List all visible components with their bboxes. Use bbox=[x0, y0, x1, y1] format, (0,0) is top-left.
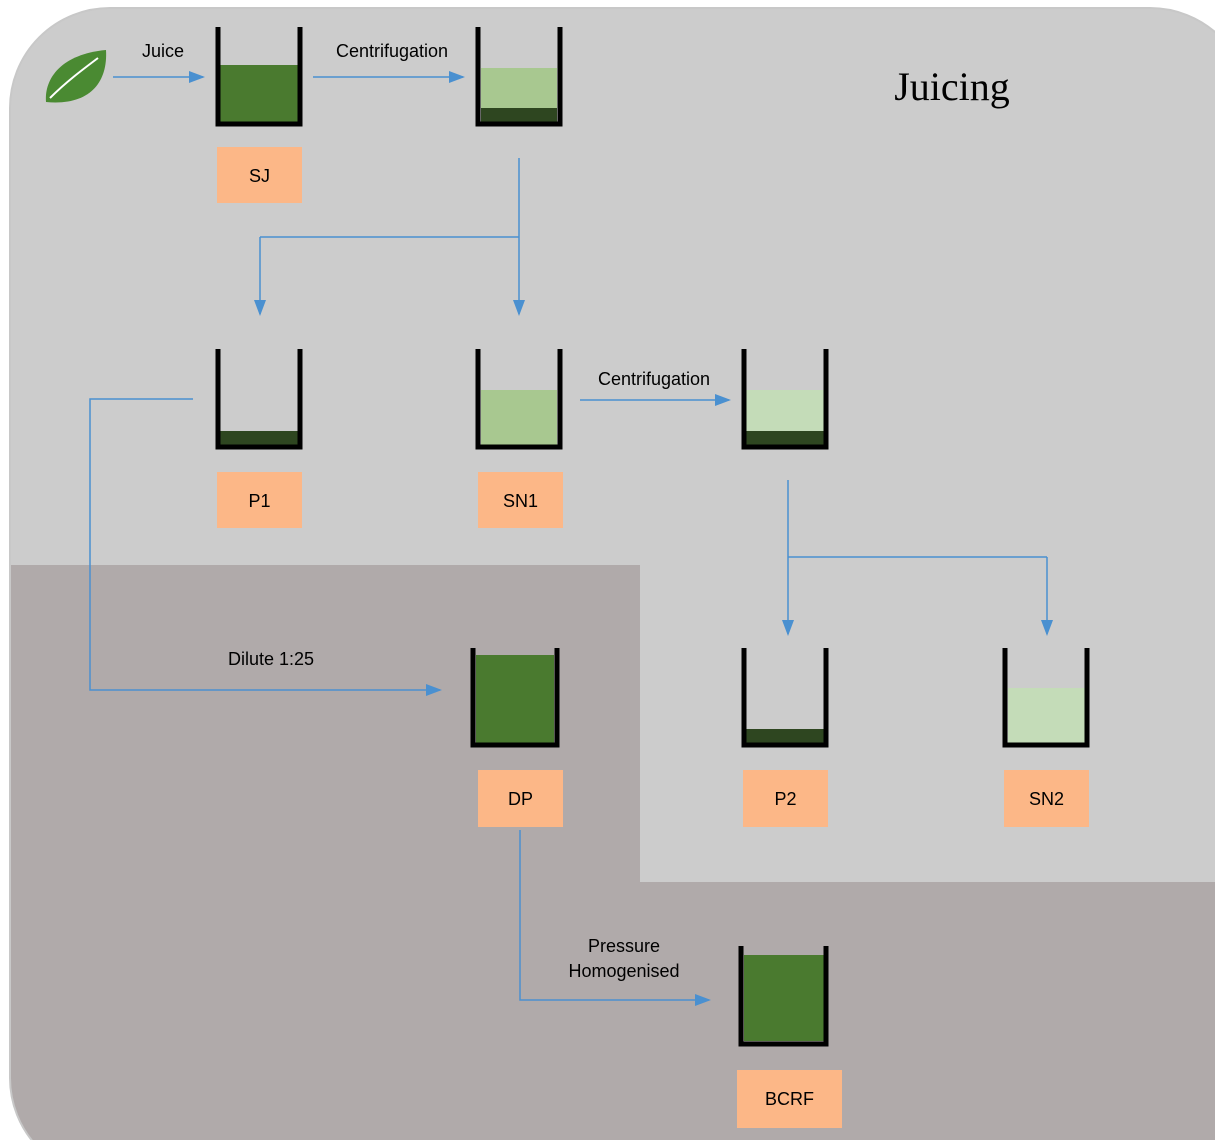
sample-label-sn2-text: SN2 bbox=[1029, 789, 1064, 809]
page-title: Juicing bbox=[894, 64, 1010, 109]
panel-outline bbox=[9, 7, 1215, 1140]
step-label-homogenised: Homogenised bbox=[568, 961, 679, 981]
beaker-centrifuged-1 bbox=[475, 27, 563, 127]
flow-arrows bbox=[89, 71, 1053, 1006]
beaker-p2 bbox=[741, 648, 829, 748]
step-label-centrifugation-1: Centrifugation bbox=[336, 41, 448, 61]
sample-label-sj: SJ bbox=[217, 147, 302, 203]
beaker-sj bbox=[215, 27, 303, 127]
sample-label-p1-text: P1 bbox=[248, 491, 270, 511]
sample-label-p1: P1 bbox=[217, 472, 302, 528]
sample-label-sn1-text: SN1 bbox=[503, 491, 538, 511]
beaker-bcrf bbox=[738, 946, 829, 1047]
sample-label-sn1: SN1 bbox=[478, 472, 563, 528]
sample-label-p2: P2 bbox=[743, 770, 828, 827]
beaker-centrifuged-2 bbox=[741, 349, 829, 450]
sample-label-dp: DP bbox=[478, 770, 563, 827]
beaker-dp bbox=[470, 648, 560, 748]
sample-label-bcrf-text: BCRF bbox=[765, 1089, 814, 1109]
sample-label-sn2: SN2 bbox=[1004, 770, 1089, 827]
sample-label-dp-text: DP bbox=[508, 789, 533, 809]
arrow-pressure-homogenised bbox=[519, 830, 711, 1006]
step-label-juice: Juice bbox=[142, 41, 184, 61]
arrow-dilute bbox=[89, 398, 442, 696]
sample-label-sj-text: SJ bbox=[249, 166, 270, 186]
sample-label-bcrf: BCRF bbox=[737, 1070, 842, 1128]
step-label-centrifugation-2: Centrifugation bbox=[598, 369, 710, 389]
beaker-sn2 bbox=[1002, 648, 1090, 748]
beaker-sn1 bbox=[475, 349, 563, 450]
dilution-panel bbox=[10, 565, 1215, 1140]
leaf-icon bbox=[45, 50, 107, 103]
step-label-dilute: Dilute 1:25 bbox=[228, 649, 314, 669]
beaker-p1 bbox=[215, 349, 303, 450]
step-label-pressure: Pressure bbox=[588, 936, 660, 956]
sample-label-p2-text: P2 bbox=[774, 789, 796, 809]
